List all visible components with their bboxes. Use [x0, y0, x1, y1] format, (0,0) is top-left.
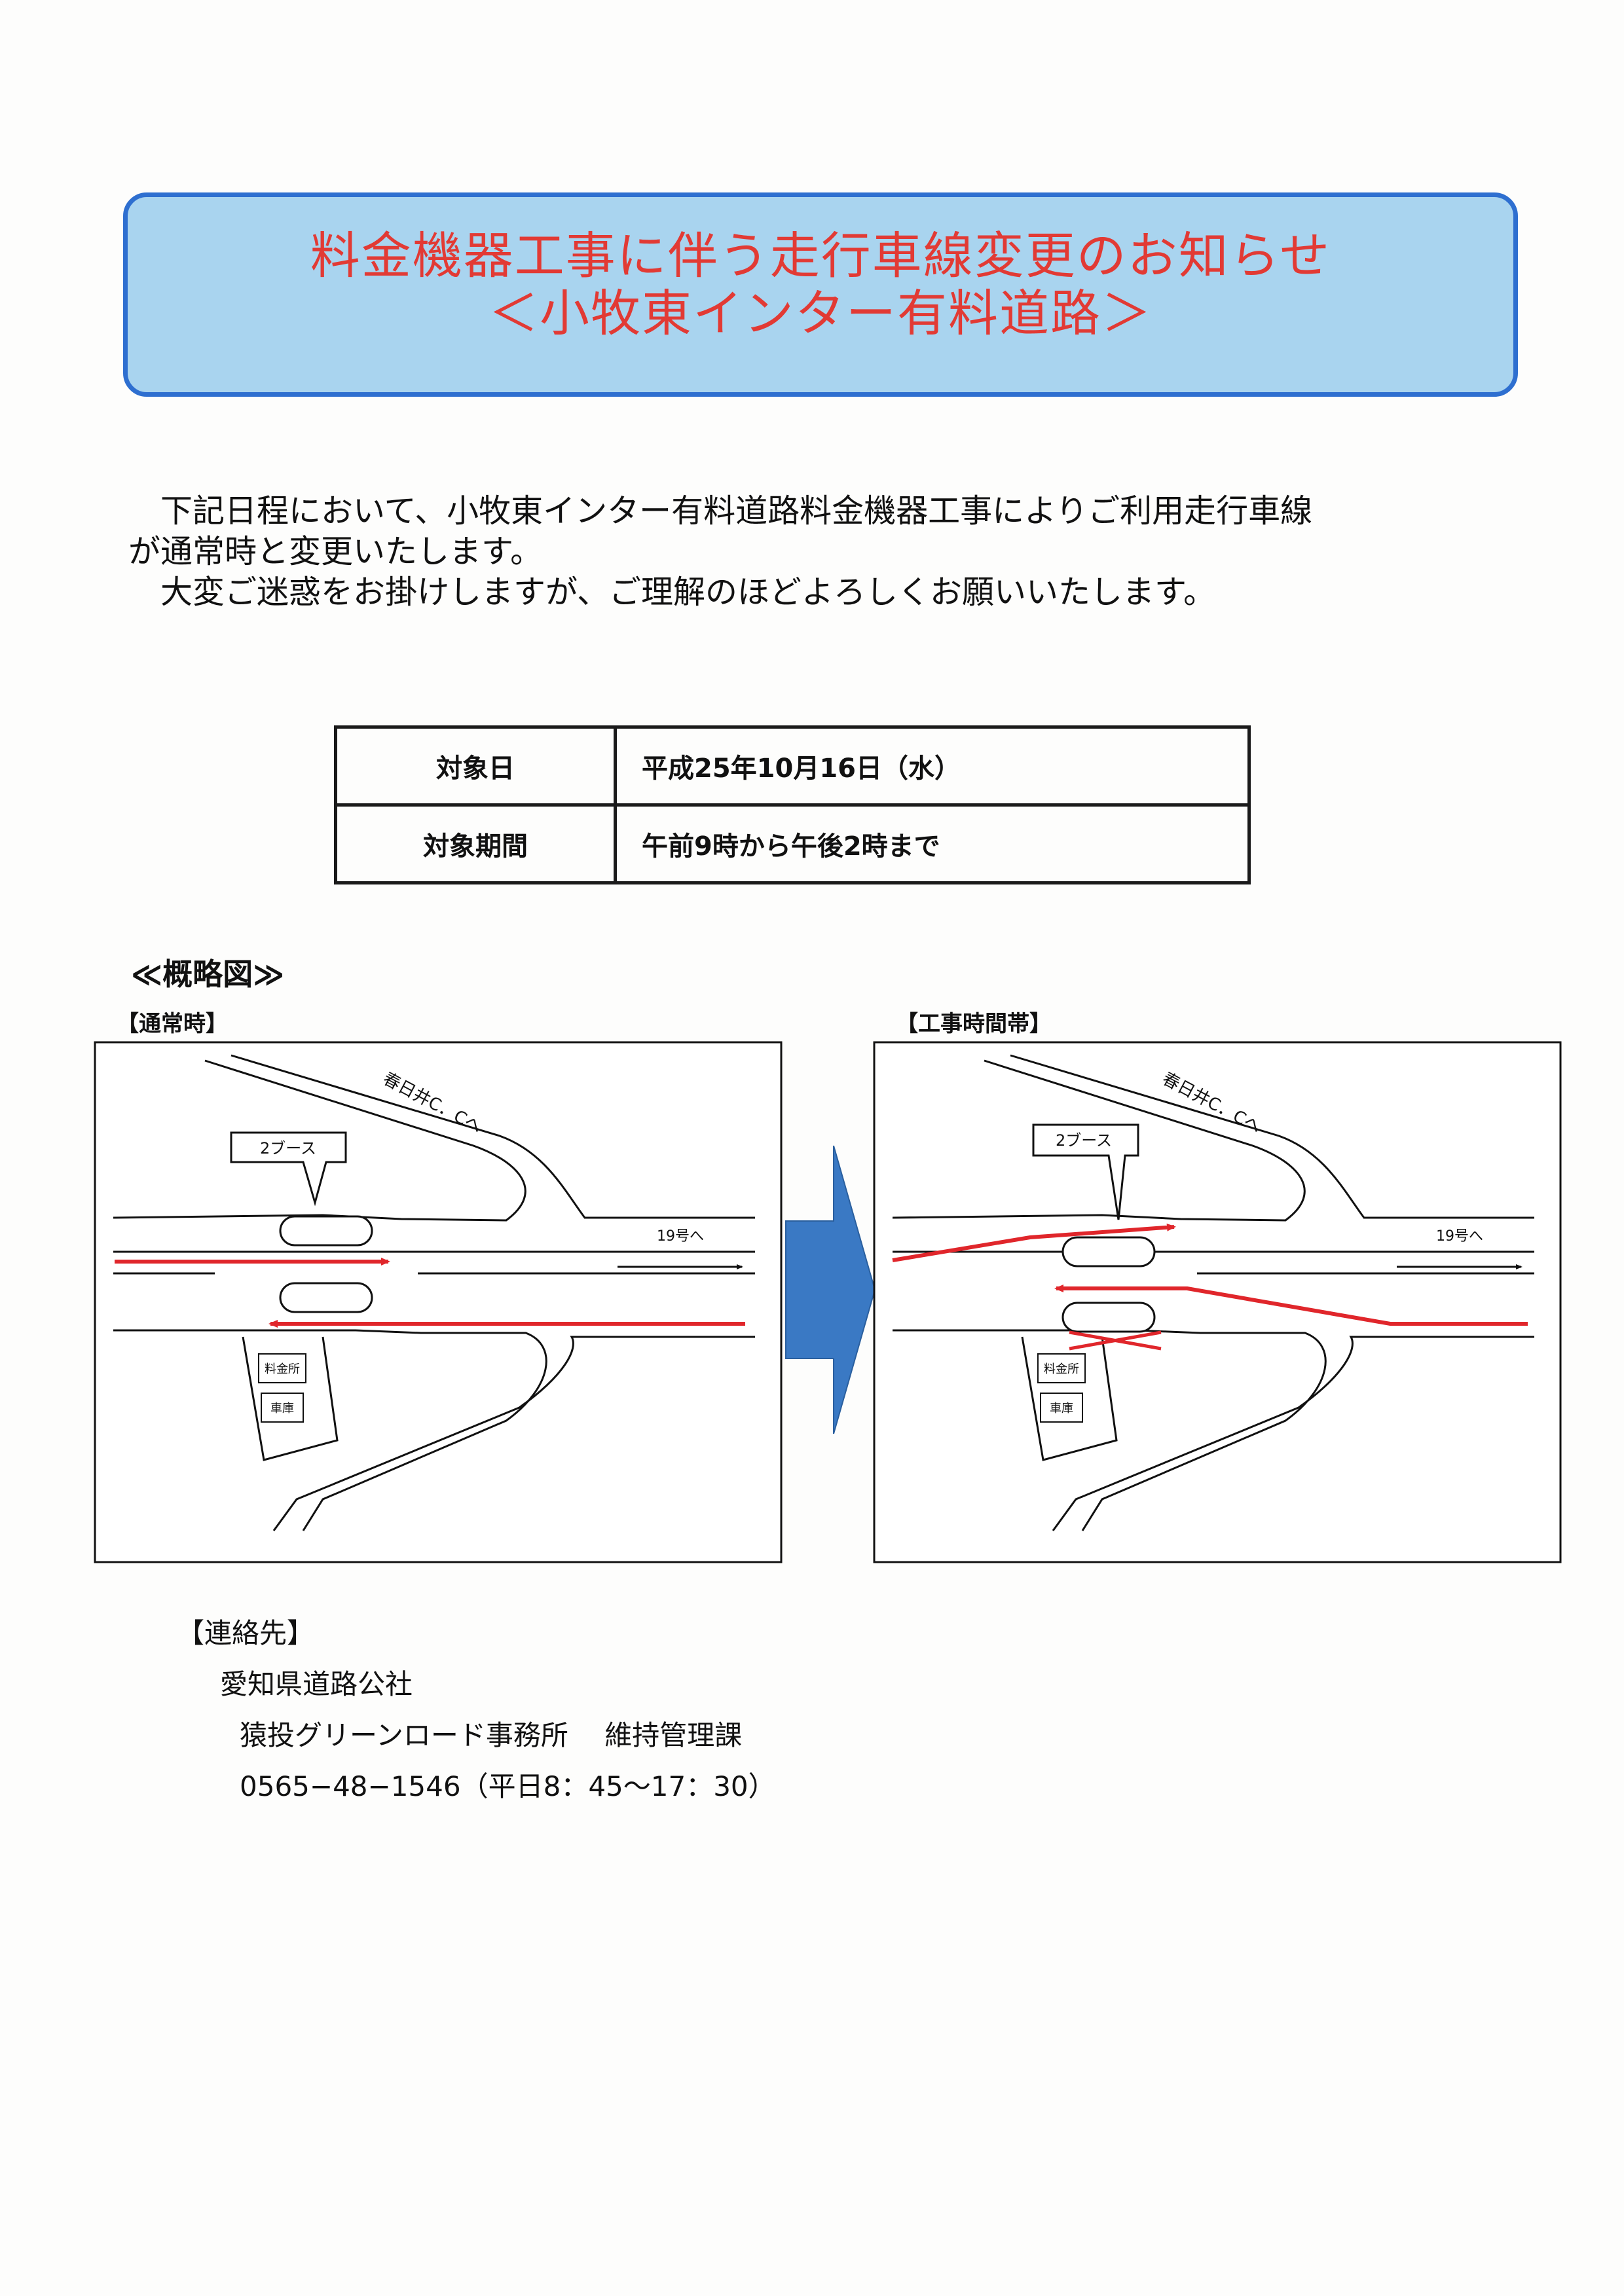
booth-callout-label: 2ブース [1056, 1131, 1112, 1150]
tollbooth-box [258, 1353, 306, 1383]
table-row: 対象日 平成25年10月16日（水） [334, 725, 1251, 807]
title-banner: 料金機器工事に伴う走行車線変更のお知らせ ＜小牧東インター有料道路＞ [123, 192, 1518, 397]
normal-panel-label: 【通常時】 [117, 1011, 228, 1037]
normal-diagram: 2ブース 春日井C．Cへ 19号へ 料金所 車庫 [94, 1041, 783, 1563]
booth-island [1061, 1302, 1156, 1333]
booth-island [1061, 1236, 1156, 1267]
garage-box [1040, 1393, 1083, 1423]
inbound-lane-arrow [1054, 1285, 1528, 1326]
booth-island [279, 1282, 373, 1313]
tollbooth-label: 料金所 [1044, 1362, 1079, 1376]
road-lines [113, 1054, 755, 1531]
tollbooth-label: 料金所 [265, 1362, 300, 1376]
contact-heading: 【連絡先】 [177, 1617, 315, 1649]
booth-island [279, 1215, 373, 1247]
tollbooth-box [1037, 1353, 1086, 1383]
body-line-2: が通常時と変更いたします。 [128, 533, 543, 570]
body-line-1: 下記日程において、小牧東インター有料道路料金機器工事によりご利用走行車線 [128, 492, 1313, 530]
road-lines [892, 1054, 1534, 1531]
outbound-lane-arrow [892, 1223, 1176, 1262]
schedule-table: 対象日 平成25年10月16日（水） 対象期間 午前9時から午後2時まで [334, 725, 1251, 884]
overview-title: ≪概略図≫ [131, 957, 285, 992]
route19-label: 19号へ [1436, 1228, 1483, 1245]
transition-arrow-icon [785, 1145, 876, 1434]
diagram-frame [873, 1041, 1562, 1563]
construction-diagram: 2ブース 春日井C．Cへ 19号へ 料金所 車庫 [873, 1041, 1562, 1563]
title-line-1: 料金機器工事に伴う走行車線変更のお知らせ [310, 227, 1331, 285]
title-line-2: ＜小牧東インター有料道路＞ [489, 284, 1153, 342]
route19-label: 19号へ [657, 1228, 704, 1245]
garage-box [261, 1393, 304, 1423]
contact-phone: 0565−48−1546（平日8：45〜17：30） [240, 1770, 776, 1802]
garage-label: 車庫 [1050, 1402, 1073, 1415]
schedule-period-label: 対象期間 [334, 803, 617, 884]
table-row: 対象期間 午前9時から午後2時まで [334, 803, 1251, 884]
contact-org: 愛知県道路公社 [220, 1668, 413, 1700]
schedule-date-label: 対象日 [334, 725, 617, 807]
schedule-period-value: 午前9時から午後2時まで [614, 803, 1251, 884]
contact-block: 【連絡先】 愛知県道路公社 猿投グリーンロード事務所 維持管理課 0565−48… [177, 1608, 776, 1812]
booth-callout [230, 1131, 347, 1207]
schedule-date-value: 平成25年10月16日（水） [614, 725, 1251, 807]
booth-callout [1032, 1123, 1139, 1220]
booth-callout-label: 2ブース [260, 1139, 316, 1157]
closed-booth-x-icon [1069, 1330, 1162, 1351]
garage-label: 車庫 [270, 1402, 294, 1415]
diagram-frame [94, 1041, 783, 1563]
contact-office: 猿投グリーンロード事務所 維持管理課 [240, 1719, 743, 1751]
notice-body: 下記日程において、小牧東インター有料道路料金機器工事によりご利用走行車線 が通常… [128, 491, 1312, 613]
construction-panel-label: 【工事時間帯】 [896, 1011, 1052, 1037]
body-line-3: 大変ご迷惑をお掛けしますが、ご理解のほどよろしくお願いいたします。 [128, 574, 1216, 611]
